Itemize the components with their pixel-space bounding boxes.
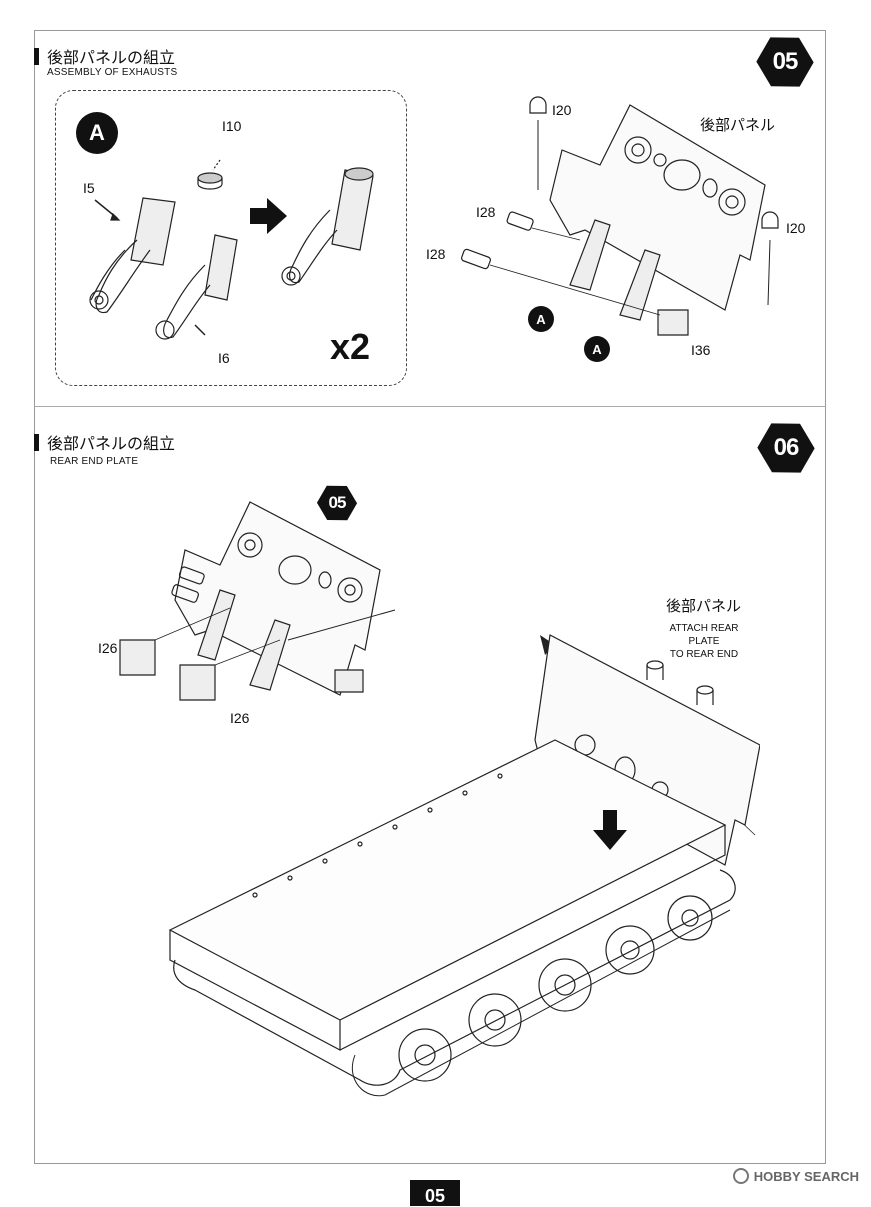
part-i28-lower: I28: [426, 246, 446, 262]
watermark: HOBBY SEARCH: [732, 1168, 859, 1184]
ref-step-badge: 05: [316, 482, 358, 524]
step6-title-jp: 後部パネルの組立: [47, 434, 176, 453]
section-divider: [34, 406, 826, 407]
step5-number: 05: [772, 48, 799, 75]
part-i26-upper: I26: [98, 640, 118, 656]
page-frame: [34, 30, 826, 1164]
instruction-line-2: TO REAR END: [669, 649, 739, 660]
step5-panel-label: 後部パネル: [700, 116, 776, 134]
instruction-line-1: ATTACH REAR PLATE: [669, 623, 739, 647]
step6-title: 後部パネルの組立: [34, 430, 175, 454]
step6-instruction: ATTACH REAR PLATE TO REAR END: [656, 622, 752, 661]
rear-plate-drawing: [461, 96, 779, 336]
part-i10: I10: [222, 118, 242, 134]
title-bar-icon: [34, 47, 39, 65]
part-i6: I6: [218, 350, 230, 366]
arrow-down-icon: [593, 810, 627, 850]
step5-title-jp: 後部パネルの組立: [47, 48, 176, 67]
subassembly-a-box: [55, 90, 407, 386]
hexagon-badge-icon: [757, 423, 815, 473]
part-i36: I36: [691, 342, 711, 358]
exhaust-subassembly-drawing: [89, 159, 374, 340]
step5-title: 後部パネルの組立: [34, 44, 175, 68]
arrow-line: [287, 609, 396, 641]
part-i26-lower: I26: [230, 710, 250, 726]
ref-step-number: 05: [328, 493, 347, 512]
hexagon-badge-icon: [316, 485, 358, 521]
part-i5: I5: [83, 180, 95, 196]
hobby-search-logo-icon: [732, 1168, 749, 1184]
step6-badge: 06: [756, 418, 816, 478]
step6-title-en: REAR END PLATE: [50, 456, 139, 467]
part-i28-upper: I28: [476, 204, 496, 220]
hull-drawing: [168, 609, 760, 1097]
step5-title-en: ASSEMBLY OF EXHAUSTS: [47, 67, 178, 78]
subassembly-marker: A: [76, 112, 118, 154]
quantity-multiplier: x2: [330, 326, 371, 367]
arrow-right-icon: [250, 198, 287, 234]
title-bar-icon: [34, 433, 39, 451]
watermark-text: HOBBY SEARCH: [753, 1168, 859, 1184]
page-number: 05: [410, 1180, 460, 1206]
marker-a-2: A: [584, 336, 610, 362]
step6-number: 06: [773, 434, 800, 461]
marker-a-1: A: [528, 306, 554, 332]
hexagon-badge-icon: [756, 37, 814, 87]
rear-plate-subassembly-drawing: [119, 501, 381, 701]
step6-panel-label: 後部パネル: [666, 597, 742, 615]
part-i20-right: I20: [786, 220, 806, 236]
part-i20-left: I20: [552, 102, 572, 118]
step5-badge: 05: [755, 32, 815, 92]
